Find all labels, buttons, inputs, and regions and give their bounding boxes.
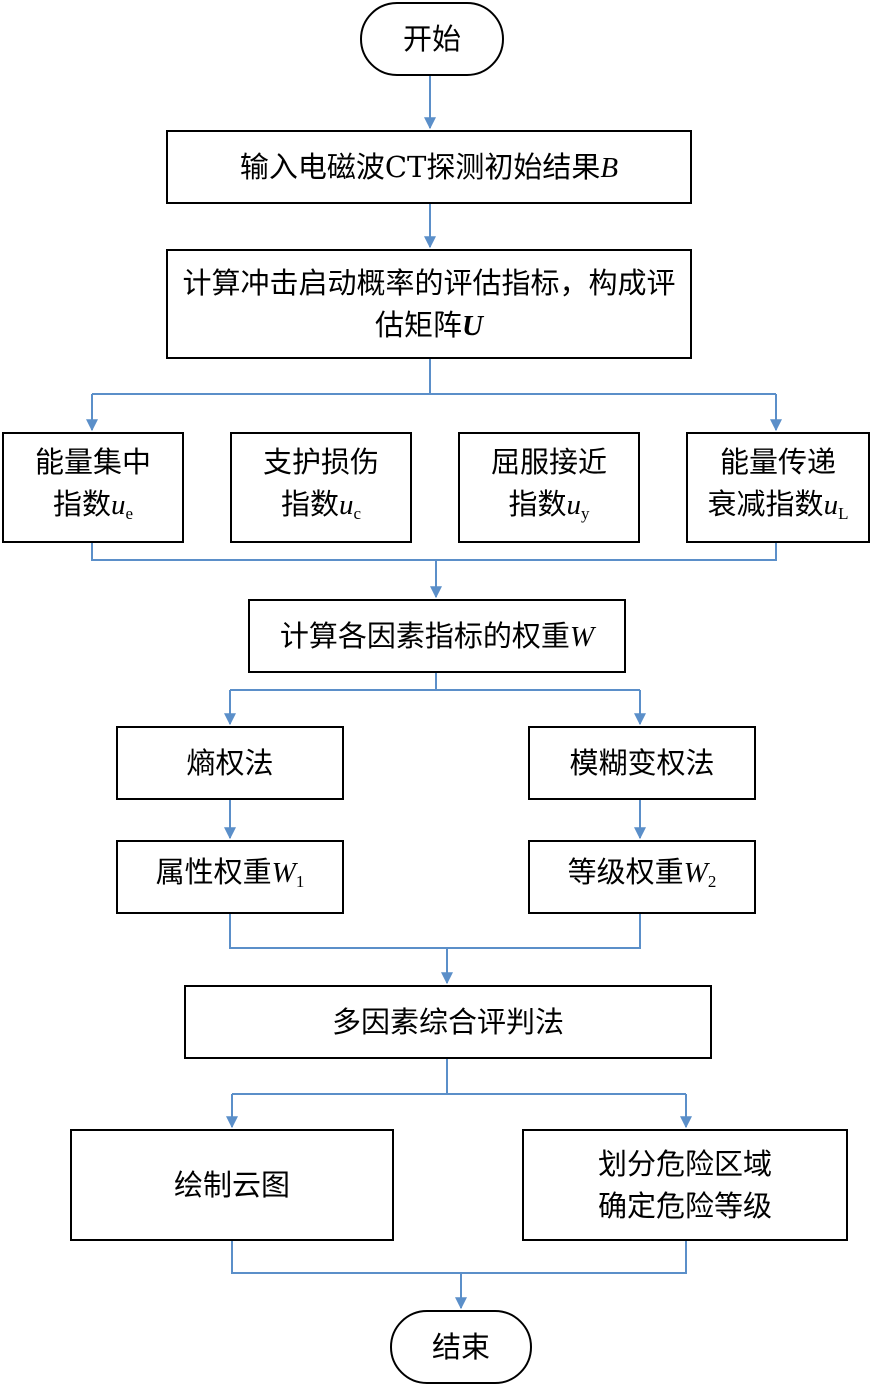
index-support-damage-sub: c (353, 503, 362, 523)
index-yield-approach-var: u (566, 488, 582, 521)
index-support-damage-var: u (338, 488, 354, 521)
cloud-map-box: 绘制云图 (70, 1129, 394, 1241)
index-energy-transfer: 能量传递 衰减指数uL (686, 432, 870, 543)
connector-indices-merge (91, 543, 777, 561)
index-energy-transfer-line1: 能量传递 (719, 444, 836, 479)
index-support-damage-line1: 支护损伤 (262, 444, 379, 479)
weights-box: 计算各因素指标的权重W (248, 599, 626, 673)
compute-index-label: 计算冲击启动概率的评估指标，构成评估矩阵 (182, 265, 676, 342)
input-label: 输入电磁波CT探测初始结果 (239, 149, 601, 184)
connector-multi-split (232, 1059, 686, 1095)
fuzzy-variable-weight-label: 模糊变权法 (569, 746, 715, 780)
entropy-weight-label: 熵权法 (186, 746, 274, 780)
danger-zone-line2: 确定危险等级 (597, 1189, 772, 1223)
connector-compute-split (92, 359, 776, 395)
grade-weight-box: 等级权重W2 (528, 840, 756, 914)
grade-weight-var: W (683, 857, 708, 889)
connector-output-merge (231, 1241, 687, 1274)
index-yield-approach-sub: y (581, 503, 590, 523)
attribute-weight-var: W (271, 857, 296, 889)
index-energy-concentration-var: u (110, 488, 126, 521)
index-energy-concentration-line1: 能量集中 (34, 444, 151, 479)
cloud-map-label: 绘制云图 (173, 1168, 290, 1202)
start-node: 开始 (360, 2, 504, 76)
end-label: 结束 (431, 1330, 490, 1364)
attribute-weight-label: 属性权重 (155, 855, 272, 889)
index-support-damage: 支护损伤 指数uc (230, 432, 412, 543)
compute-index-variable: U (462, 309, 483, 342)
end-node: 结束 (390, 1310, 532, 1384)
fuzzy-variable-weight-box: 模糊变权法 (528, 726, 756, 800)
input-variable: B (600, 151, 619, 184)
multi-factor-box: 多因素综合评判法 (184, 985, 712, 1059)
multi-factor-label: 多因素综合评判法 (331, 1005, 564, 1039)
index-energy-concentration-sub: e (125, 503, 134, 523)
danger-zone-box: 划分危险区域 确定危险等级 (522, 1129, 848, 1241)
danger-zone-line1: 划分危险区域 (597, 1147, 772, 1181)
connector-weights-split (230, 673, 640, 691)
grade-weight-sub: 2 (707, 872, 717, 891)
index-yield-approach-line1: 屈服接近 (490, 444, 607, 479)
index-energy-transfer-line2: 衰减指数 (707, 486, 824, 521)
weights-label: 计算各因素指标的权重 (279, 618, 570, 653)
index-energy-transfer-sub: L (838, 503, 849, 523)
grade-weight-label: 等级权重 (567, 855, 684, 889)
index-yield-approach-line2: 指数 (508, 486, 567, 521)
index-yield-approach: 屈服接近 指数uy (458, 432, 640, 543)
start-label: 开始 (402, 22, 461, 56)
input-box: 输入电磁波CT探测初始结果B (166, 130, 692, 204)
entropy-weight-box: 熵权法 (116, 726, 344, 800)
connector-w-merge (229, 914, 641, 949)
index-energy-concentration-line2: 指数 (52, 486, 111, 521)
index-energy-transfer-var: u (823, 488, 839, 521)
attribute-weight-sub: 1 (295, 872, 305, 891)
index-support-damage-line2: 指数 (280, 486, 339, 521)
attribute-weight-box: 属性权重W1 (116, 840, 344, 914)
index-energy-concentration: 能量集中 指数ue (2, 432, 184, 543)
weights-variable: W (569, 620, 595, 653)
compute-index-box: 计算冲击启动概率的评估指标，构成评估矩阵U (166, 249, 692, 359)
